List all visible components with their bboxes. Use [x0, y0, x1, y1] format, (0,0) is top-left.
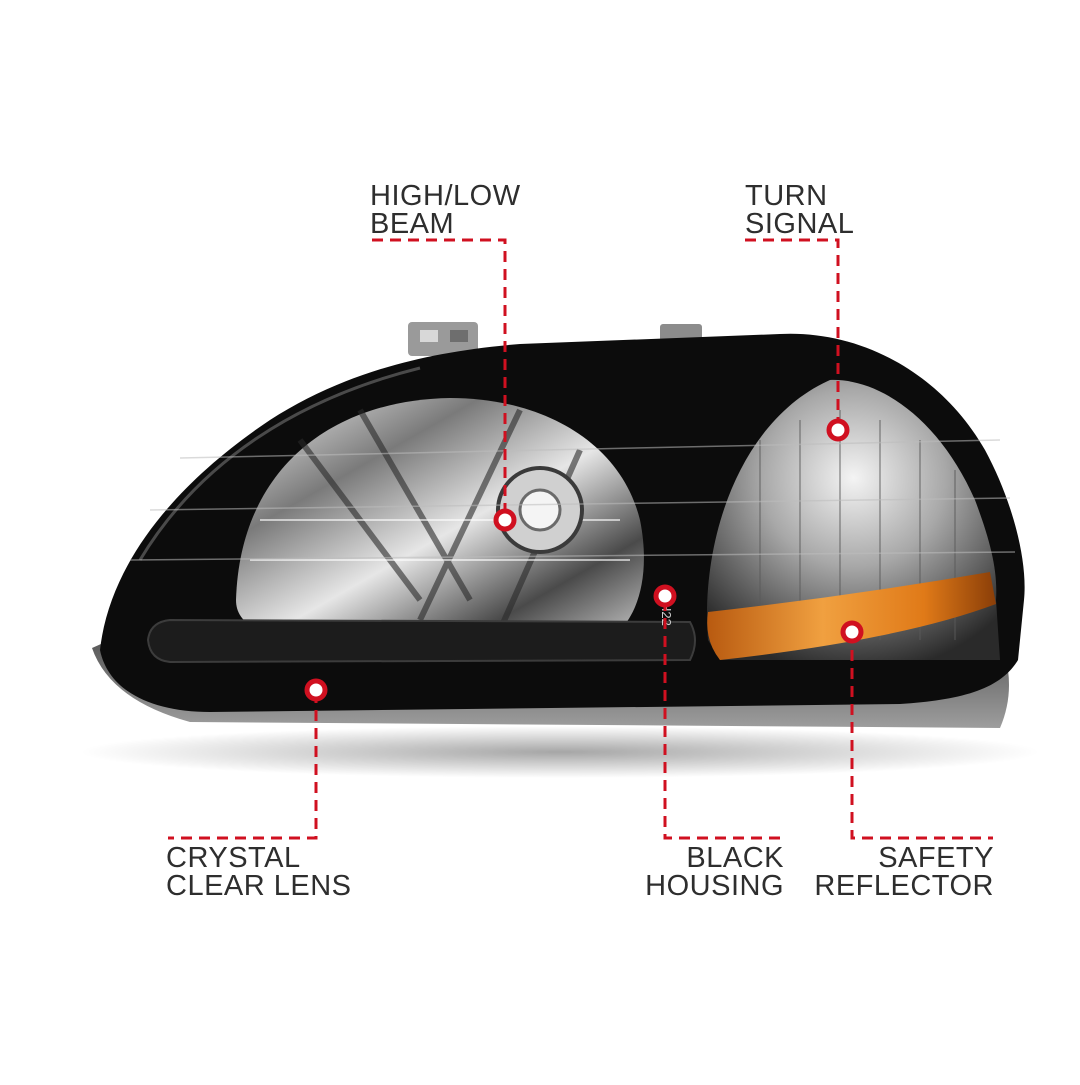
amber-reflector — [707, 572, 996, 660]
callout-line-safety-reflector — [850, 632, 993, 840]
label-line: CLEAR LENS — [166, 870, 352, 902]
label-line: SIGNAL — [745, 208, 855, 240]
callout-line-black-housing — [663, 600, 783, 840]
reflector-bowl — [236, 398, 644, 632]
turn-signal-ribs — [759, 410, 956, 640]
label-high-low-beam: HIGH/LOW BEAM — [370, 180, 521, 240]
label-line: HOUSING — [645, 870, 784, 902]
label-line: BEAM — [370, 208, 455, 240]
callout-line-high-low-beam — [372, 238, 507, 518]
label-line: SAFETY — [878, 842, 994, 874]
label-crystal-clear-lens: CRYSTAL CLEAR LENS — [166, 842, 352, 902]
callout-dot-safety-reflector — [840, 620, 864, 644]
lower-trim-strip — [146, 618, 696, 664]
label-line: CRYSTAL — [166, 842, 301, 874]
label-line: BLACK — [686, 842, 784, 874]
label-black-housing: BLACK HOUSING — [645, 842, 784, 902]
floor-shadow — [80, 726, 1040, 778]
callout-dot-crystal-clear-lens — [304, 678, 328, 702]
callout-dot-turn-signal — [826, 418, 850, 442]
label-safety-reflector: SAFETY REFLECTOR — [814, 842, 994, 902]
label-turn-signal: TURN SIGNAL — [745, 180, 855, 240]
callout-lines — [168, 238, 993, 840]
callout-dot-black-housing — [653, 584, 677, 608]
callout-line-turn-signal — [745, 238, 840, 428]
callout-dot-high-low-beam — [493, 508, 517, 532]
callout-line-crystal-clear-lens — [168, 692, 318, 840]
bulb-marking: H22 — [659, 602, 674, 626]
label-line: HIGH/LOW — [370, 180, 521, 212]
housing-highlight — [138, 366, 421, 561]
label-line: REFLECTOR — [814, 870, 994, 902]
lens-ribs — [129, 439, 1016, 561]
label-line: TURN — [745, 180, 828, 212]
callout-dots — [304, 418, 864, 702]
